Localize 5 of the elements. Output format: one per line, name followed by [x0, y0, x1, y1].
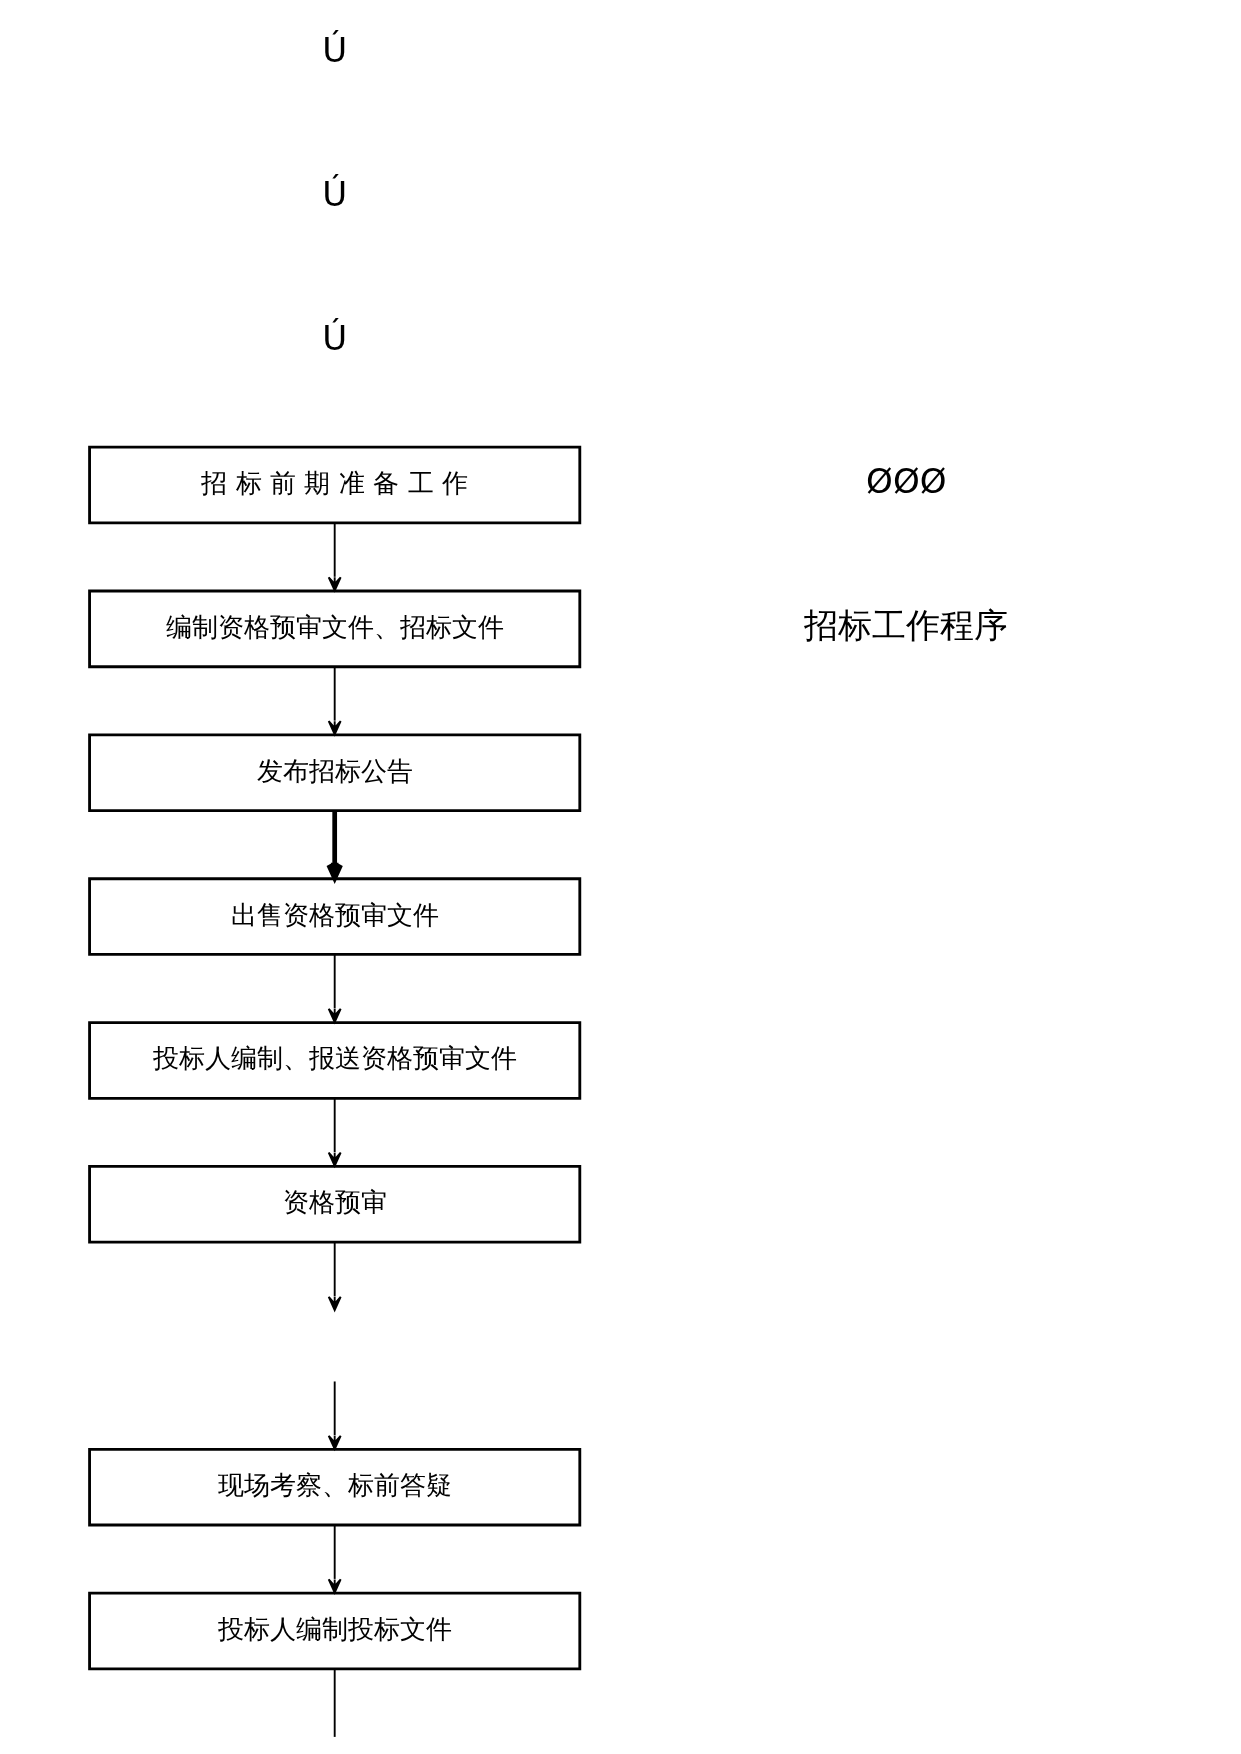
- label: Ú: [322, 317, 348, 358]
- label: ØØØ: [866, 461, 947, 502]
- label: 招标工作程序: [804, 605, 1009, 646]
- label: Ú: [322, 29, 348, 70]
- label: Ú: [322, 173, 348, 214]
